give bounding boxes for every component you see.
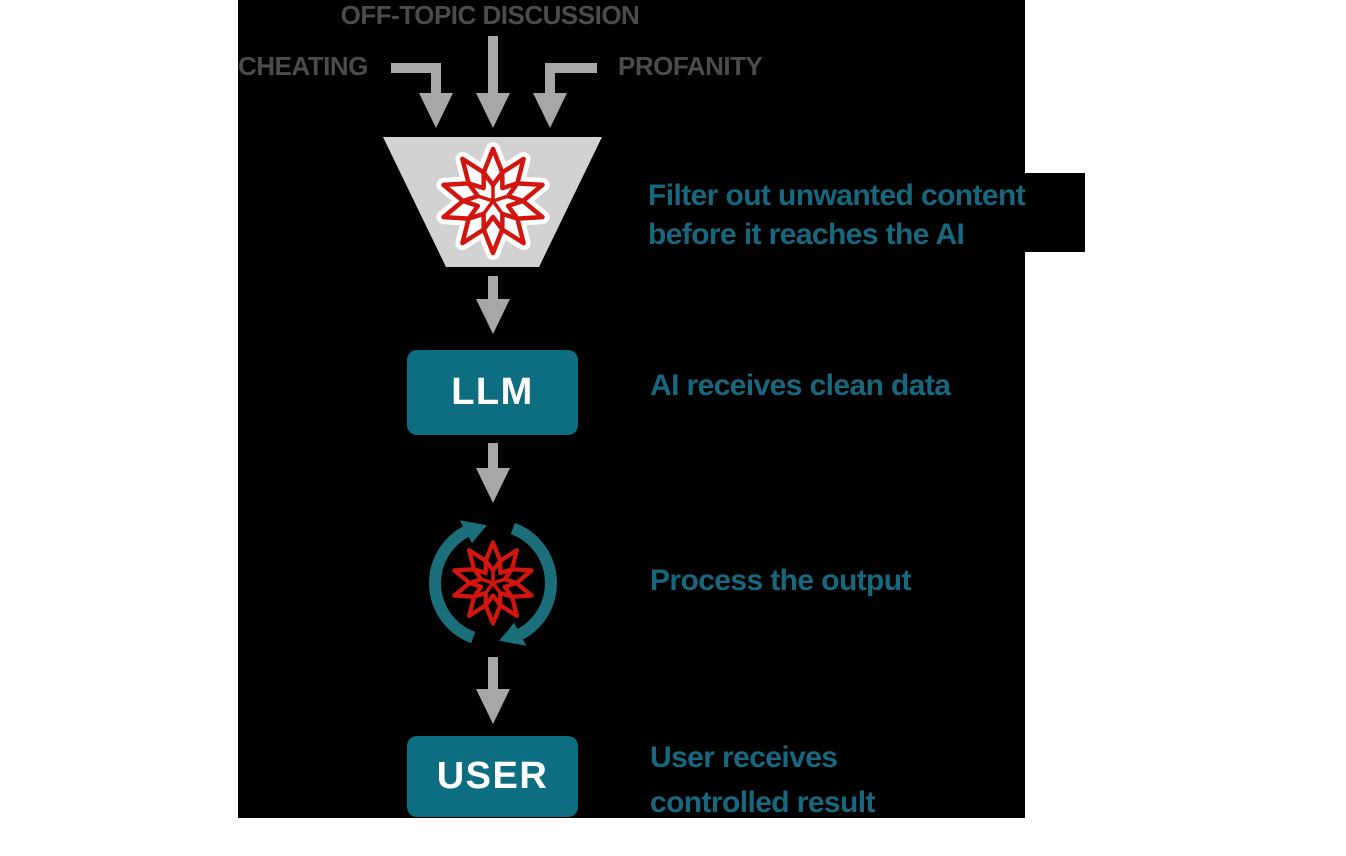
caption-process: Process the output [650, 564, 912, 597]
llm-node-label: LLM [451, 371, 534, 413]
llm-node: LLM [407, 350, 578, 435]
caption-llm: AI receives clean data [650, 369, 951, 402]
caption-user: User receives controlled result [650, 741, 875, 819]
input-label-cheating: CHEATING [238, 51, 368, 81]
wolfram-spikey-icon [452, 540, 534, 626]
user-node-label: USER [436, 755, 549, 797]
input-label-profanity: PROFANITY [618, 51, 763, 81]
process-cycle-icon [429, 520, 557, 646]
user-node: USER [407, 736, 578, 817]
wolfram-spikey-icon [436, 142, 550, 260]
input-label-off-topic: OFF-TOPIC DISCUSSION [340, 0, 640, 30]
diagram-background-notch [1025, 173, 1085, 252]
caption-filter: Filter out unwanted content before it re… [648, 179, 1026, 251]
diagram-background [238, 0, 1025, 818]
